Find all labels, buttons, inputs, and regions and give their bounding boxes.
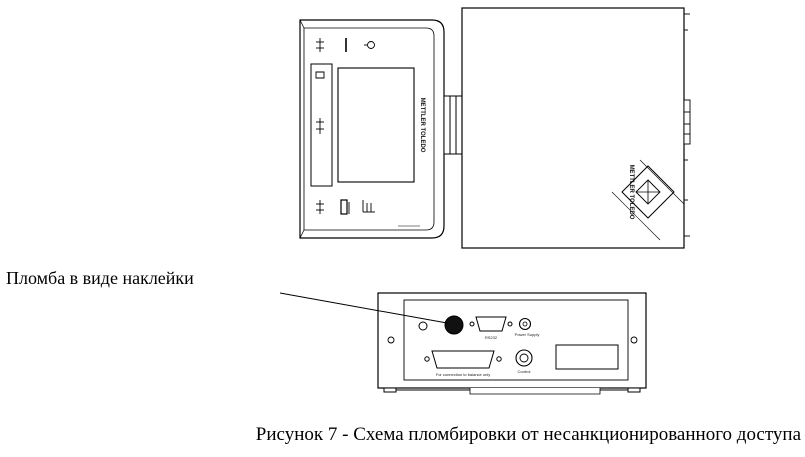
label-control: Control (518, 369, 531, 374)
terminal-brand: METTLER TOLEDO (419, 98, 425, 153)
jack-port (418, 321, 428, 331)
terminal-display (337, 67, 415, 183)
rs232-connector (469, 316, 513, 332)
blank-plate (555, 344, 619, 370)
connecting-bracket (443, 95, 463, 155)
weighing-platform (461, 7, 691, 249)
label-interface: For connection to balance only (436, 372, 490, 377)
rear-panel (377, 292, 647, 395)
platform-brand: METTLER TOLEDO (628, 165, 634, 220)
label-rs232: RS232 (485, 335, 498, 340)
label-power: Power Supply (515, 332, 540, 337)
figure-caption: Рисунок 7 - Схема пломбировки от несанкц… (255, 424, 801, 445)
terminal-unit (299, 19, 445, 239)
sticker-seal-rear (444, 315, 464, 335)
callout-leader-line (279, 292, 448, 324)
callout-label: Пломба в виде наклейки (6, 268, 194, 288)
rear-panel-ports (418, 315, 619, 370)
sticker-seal-top (611, 159, 685, 241)
balance-connector (424, 350, 502, 369)
